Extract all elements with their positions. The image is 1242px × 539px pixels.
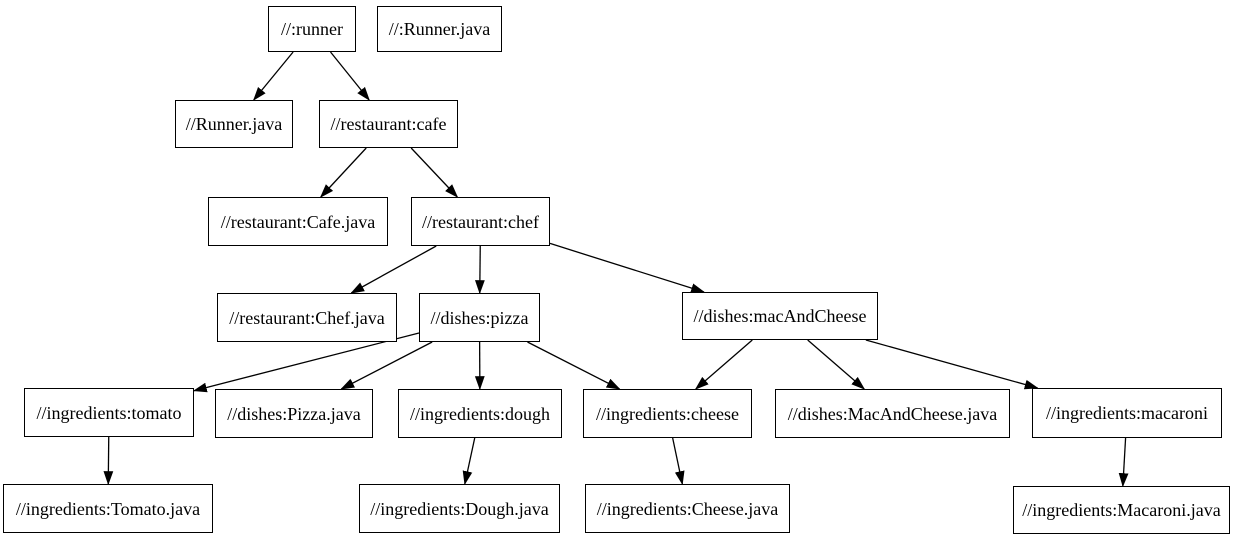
edge-runner-to-runner-java bbox=[252, 51, 294, 101]
graph-node-pizza: //dishes:pizza bbox=[419, 293, 540, 342]
graph-node-mac-and-cheese: //dishes:macAndCheese bbox=[682, 292, 878, 340]
edge-cafe-to-chef bbox=[410, 147, 459, 198]
graph-node-tomato-java: //ingredients:Tomato.java bbox=[3, 484, 213, 533]
edge-cafe-to-cafe-java bbox=[319, 147, 367, 198]
edge-pizza-to-cheese bbox=[527, 341, 621, 390]
graph-node-chef: //restaurant:chef bbox=[411, 197, 550, 246]
edge-mac-and-cheese-to-mac-and-cheese-java bbox=[807, 339, 866, 390]
graph-node-tomato: //ingredients:tomato bbox=[24, 388, 194, 437]
edge-macaroni-to-macaroni-java bbox=[1118, 437, 1129, 488]
graph-node-runner-java: //Runner.java bbox=[175, 100, 293, 148]
graph-node-dough-java: //ingredients:Dough.java bbox=[359, 484, 560, 533]
graph-node-mac-and-cheese-java: //dishes:MacAndCheese.java bbox=[775, 389, 1010, 438]
graph-node-macaroni-java: //ingredients:Macaroni.java bbox=[1013, 486, 1230, 534]
edge-chef-to-chef-java bbox=[350, 245, 437, 294]
graph-node-cafe: //restaurant:cafe bbox=[319, 100, 458, 148]
graph-node-cheese-java: //ingredients:Cheese.java bbox=[585, 484, 790, 533]
graph-node-pizza-java: //dishes:Pizza.java bbox=[215, 389, 373, 438]
graph-node-cheese: //ingredients:cheese bbox=[583, 389, 752, 438]
edge-runner-to-cafe bbox=[330, 51, 370, 101]
edge-pizza-to-pizza-java bbox=[340, 341, 433, 390]
edge-chef-to-mac-and-cheese bbox=[549, 242, 706, 293]
edge-mac-and-cheese-to-cheese bbox=[694, 339, 753, 390]
graph-node-runner-java-src: //:Runner.java bbox=[377, 6, 502, 52]
edge-cheese-to-cheese-java bbox=[672, 437, 685, 486]
edge-dough-to-dough-java bbox=[462, 437, 476, 486]
graph-node-cafe-java: //restaurant:Cafe.java bbox=[208, 197, 388, 246]
graph-node-macaroni: //ingredients:macaroni bbox=[1032, 388, 1222, 438]
graph-node-chef-java: //restaurant:Chef.java bbox=[217, 293, 397, 342]
graph-node-runner: //:runner bbox=[268, 6, 356, 52]
graph-node-dough: //ingredients:dough bbox=[398, 389, 562, 438]
edge-mac-and-cheese-to-macaroni bbox=[865, 339, 1039, 390]
